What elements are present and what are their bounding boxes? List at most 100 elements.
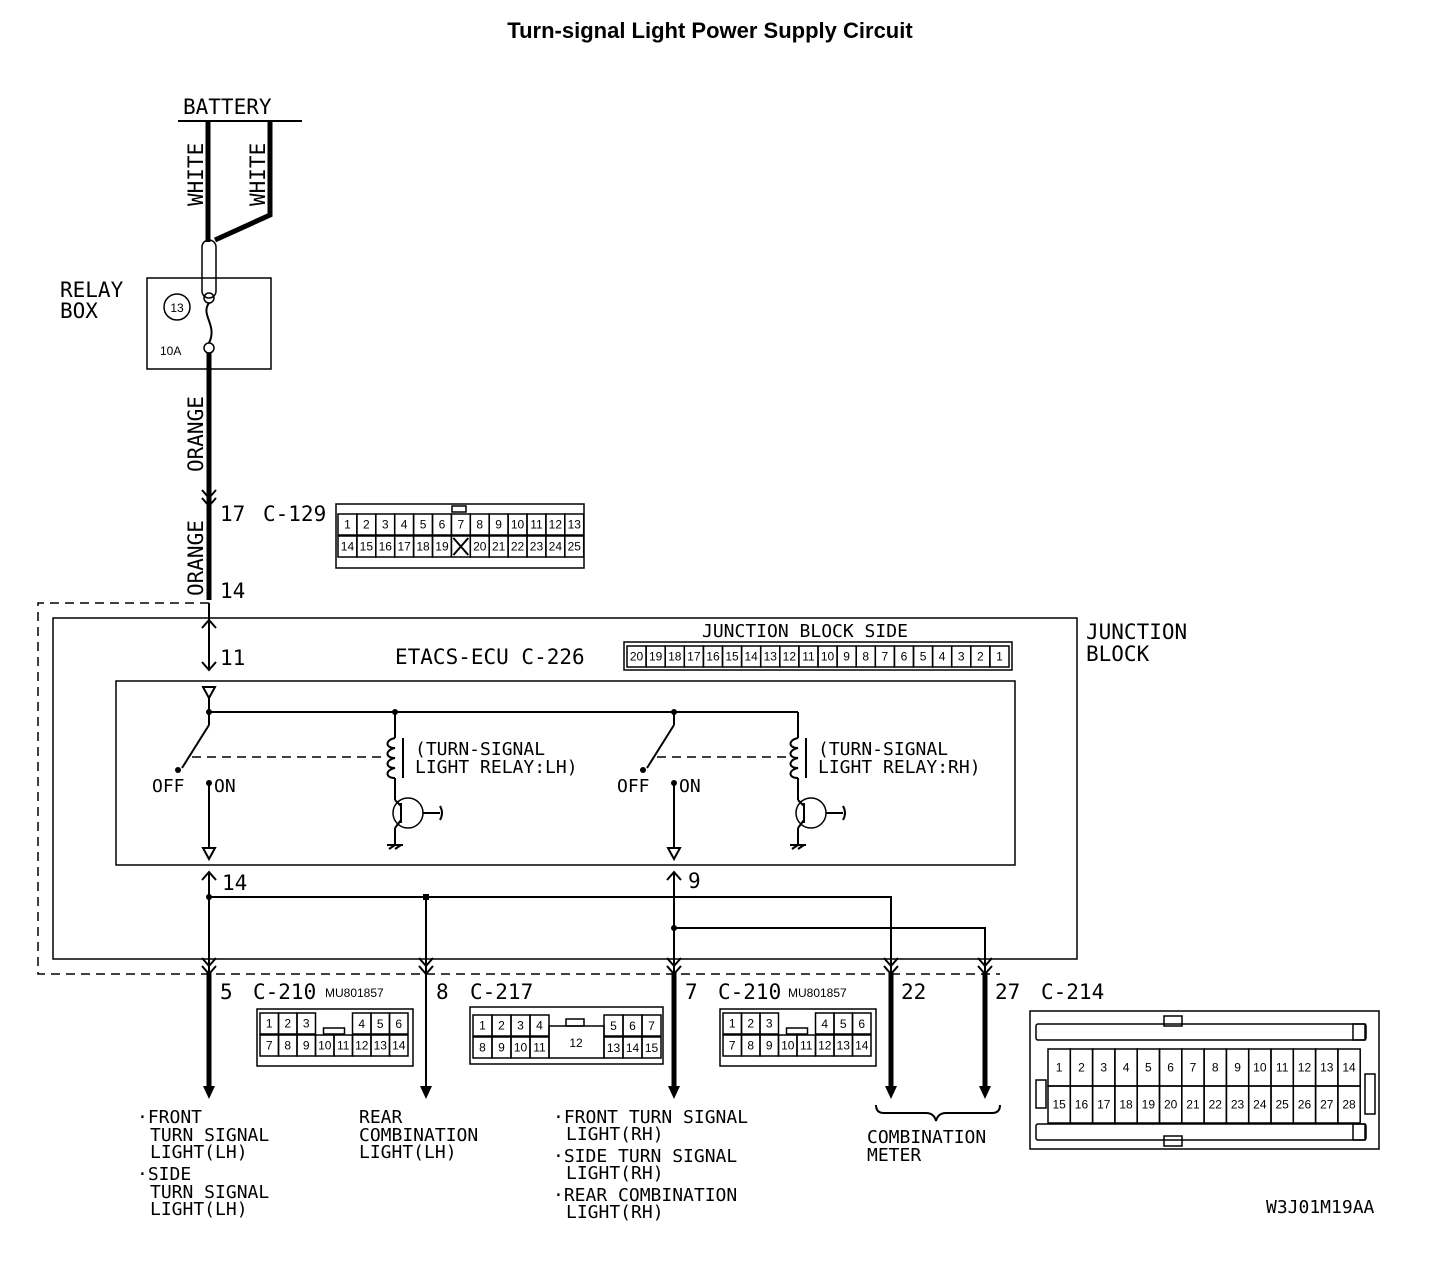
input-terminal bbox=[201, 686, 217, 701]
connector-pin-cell bbox=[1337, 1085, 1361, 1124]
c129-name: C-129 bbox=[263, 502, 326, 526]
connector-pin-label: 4 bbox=[1123, 1061, 1130, 1075]
connector-pin-label: 8 bbox=[1212, 1061, 1219, 1075]
pin11-arrow-up bbox=[201, 618, 217, 629]
connector-pin-label: 17 bbox=[687, 650, 701, 664]
connector-pin-label: 1 bbox=[1056, 1061, 1063, 1075]
connector-pin-label: 20 bbox=[1164, 1098, 1178, 1112]
output-terminal-rh bbox=[666, 847, 682, 862]
connector-pin-label: 12 bbox=[549, 518, 563, 532]
connector-pin-label: 14 bbox=[1342, 1061, 1356, 1075]
relay-lh-line2: LIGHT RELAY:LH) bbox=[415, 757, 578, 778]
connector-pin-label: 11 bbox=[802, 650, 815, 664]
connector-pin-label: 26 bbox=[1298, 1098, 1312, 1112]
load-lh-line2: TURN SIGNAL bbox=[150, 1125, 269, 1146]
connector-pin-label: 6 bbox=[901, 650, 908, 664]
junction-block-side-label: JUNCTION BLOCK SIDE bbox=[702, 621, 908, 642]
connector-pin-label: 21 bbox=[492, 540, 506, 554]
connector-pin-label: 14 bbox=[392, 1039, 406, 1053]
switch-rh-off: OFF bbox=[617, 776, 650, 797]
connector-pin-label: 14 bbox=[744, 650, 758, 664]
switch-rh-on: ON bbox=[679, 776, 701, 797]
connector-pin-label: 16 bbox=[1075, 1098, 1089, 1112]
c129-arrow-1 bbox=[201, 489, 217, 500]
connector-pin-label: 19 bbox=[1142, 1098, 1156, 1112]
connector-pin-cell bbox=[388, 1034, 409, 1057]
load-lh-line4: ·SIDE bbox=[137, 1164, 191, 1185]
wire-orange-label-1: ORANGE bbox=[184, 396, 208, 472]
connector-pin-label: 4 bbox=[939, 650, 946, 664]
c210b-part: MU801857 bbox=[788, 986, 847, 1000]
connector-pin-label: 9 bbox=[1234, 1061, 1241, 1075]
connector-pin-label: 8 bbox=[862, 650, 869, 664]
connector-pin-label: 3 bbox=[303, 1017, 310, 1031]
connector-pin-label: 1 bbox=[729, 1017, 736, 1031]
connector-pin-label: 18 bbox=[668, 650, 682, 664]
connector-pin-label: 8 bbox=[747, 1039, 754, 1053]
boundary-arrows bbox=[201, 957, 993, 976]
connector-pin-label: 28 bbox=[1342, 1098, 1356, 1112]
connector-pin-label: 2 bbox=[977, 650, 984, 664]
relay-coil-lh bbox=[386, 737, 396, 779]
load-rh-line5: ·REAR COMBINATION bbox=[553, 1185, 737, 1206]
connector-pin-label: 8 bbox=[284, 1039, 291, 1053]
connector-pin-label: 2 bbox=[284, 1017, 291, 1031]
relay-lh-line1: (TURN-SIGNAL bbox=[415, 739, 545, 760]
connector-pin-label: 4 bbox=[358, 1017, 365, 1031]
connector-pin-label: 12 bbox=[569, 1036, 583, 1050]
connector-pin-label: 4 bbox=[821, 1017, 828, 1031]
connector-pin-label: 10 bbox=[821, 650, 835, 664]
connector-pin-label: 12 bbox=[818, 1039, 832, 1053]
relay-rh-line2: LIGHT RELAY:RH) bbox=[818, 757, 981, 778]
connector-pin-label: 12 bbox=[1298, 1061, 1312, 1075]
connector-pin-label: 19 bbox=[435, 540, 449, 554]
wire-orange-label-2: ORANGE bbox=[184, 520, 208, 596]
load-rear-lh-line1: REAR bbox=[359, 1107, 403, 1128]
connector-pin-label: 9 bbox=[766, 1039, 773, 1053]
connector-pin-label: 3 bbox=[958, 650, 965, 664]
connector-pin-cell bbox=[564, 513, 585, 536]
etacs-name: ETACS-ECU C-226 bbox=[395, 645, 585, 669]
c210b-name: C-210 bbox=[718, 980, 781, 1004]
connector-pin-label: 16 bbox=[379, 540, 393, 554]
page-title: Turn-signal Light Power Supply Circuit bbox=[507, 18, 913, 43]
junction-block bbox=[52, 617, 1078, 960]
connector-pin-cell bbox=[989, 645, 1010, 668]
c210b-pin: 7 bbox=[685, 980, 698, 1004]
load-rh: ·FRONT TURN SIGNAL LIGHT(RH) ·SIDE TURN … bbox=[553, 1107, 748, 1223]
relay-coil-rh bbox=[789, 737, 799, 779]
blank-pin-mark bbox=[452, 537, 470, 556]
connector-pin-label: 15 bbox=[360, 540, 374, 554]
connector-pin-label: 8 bbox=[479, 1041, 486, 1055]
connector-pin-label: 16 bbox=[706, 650, 720, 664]
c214-name: C-214 bbox=[1041, 980, 1104, 1004]
junction-block-label-2: BLOCK bbox=[1086, 642, 1150, 666]
wire-white-label-1: WHITE bbox=[184, 143, 208, 206]
load-rh-line4: LIGHT(RH) bbox=[566, 1163, 664, 1184]
connector-pin-label: 2 bbox=[498, 1019, 505, 1033]
connector-key bbox=[322, 1027, 346, 1035]
connector-pin-label: 1 bbox=[266, 1017, 273, 1031]
connector-pin-cell bbox=[564, 535, 585, 558]
connector-pin-label: 12 bbox=[355, 1039, 369, 1053]
c129-pin: 17 bbox=[220, 502, 245, 526]
connector-pin-label: 7 bbox=[882, 650, 889, 664]
battery-label: BATTERY bbox=[183, 95, 272, 119]
connector-pin-label: 25 bbox=[1275, 1098, 1289, 1112]
connector-pin-label: 27 bbox=[1320, 1098, 1334, 1112]
connector-pin-label: 24 bbox=[549, 540, 563, 554]
c210a-name: C-210 bbox=[253, 980, 316, 1004]
wire-white-2 bbox=[213, 121, 273, 243]
connector-pin-label: 10 bbox=[1253, 1061, 1267, 1075]
load-arrows bbox=[203, 1086, 991, 1099]
connector-pin-label: 23 bbox=[1231, 1098, 1245, 1112]
connector-pin-label: 10 bbox=[318, 1039, 332, 1053]
connector-pin-label: 5 bbox=[610, 1019, 617, 1033]
load-rh-line3: ·SIDE TURN SIGNAL bbox=[553, 1146, 737, 1167]
c214-pin22: 22 bbox=[901, 980, 926, 1004]
connector-pin-label: 10 bbox=[511, 518, 525, 532]
